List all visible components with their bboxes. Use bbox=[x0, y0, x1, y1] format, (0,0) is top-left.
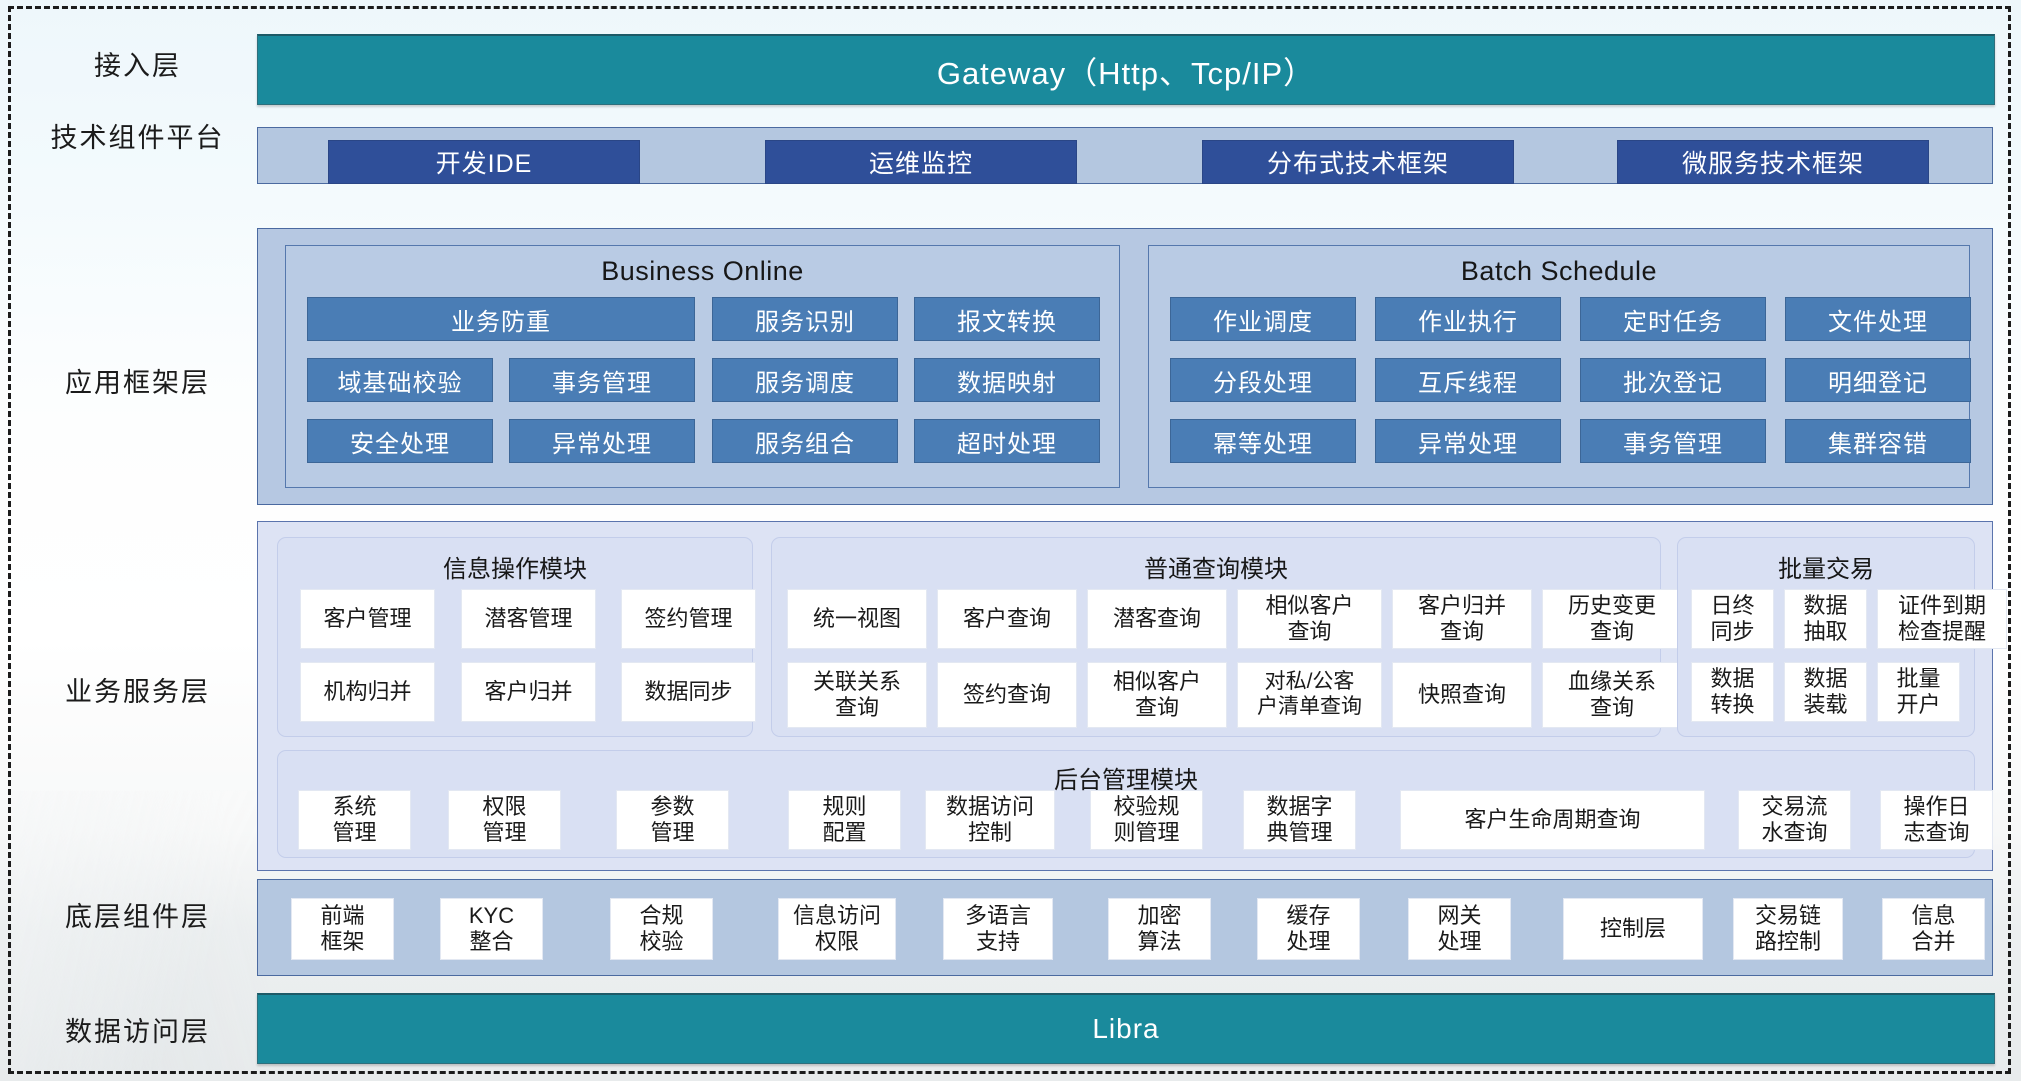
group-title-admin-module: 后台管理模块 bbox=[1054, 767, 1198, 794]
bs-chip-segment-process[interactable]: 分段处理 bbox=[1170, 358, 1356, 402]
query-chip-prospect-query[interactable]: 潜客查询 bbox=[1087, 589, 1227, 649]
query-chip-relation-query[interactable]: 关联关系 查询 bbox=[787, 662, 927, 728]
query-chip-snapshot-query[interactable]: 快照查询 bbox=[1392, 662, 1532, 728]
batch-chip-eod-sync[interactable]: 日终 同步 bbox=[1691, 589, 1774, 649]
tech-chip-distributed-framework[interactable]: 分布式技术框架 bbox=[1202, 140, 1514, 184]
admin-chip-data-dictionary-mgmt[interactable]: 数据字 典管理 bbox=[1243, 790, 1356, 850]
info-chip-customer-mgmt[interactable]: 客户管理 bbox=[300, 589, 435, 649]
base-chip-gateway-process[interactable]: 网关 处理 bbox=[1408, 898, 1511, 960]
bs-chip-file-process[interactable]: 文件处理 bbox=[1785, 297, 1971, 341]
base-chip-encryption-algorithm[interactable]: 加密 算法 bbox=[1108, 898, 1211, 960]
group-title-info-operation: 信息操作模块 bbox=[443, 556, 587, 583]
query-chip-contract-query[interactable]: 签约查询 bbox=[937, 662, 1077, 728]
bs-chip-exception-process[interactable]: 异常处理 bbox=[1375, 419, 1561, 463]
bs-chip-batch-register[interactable]: 批次登记 bbox=[1580, 358, 1766, 402]
admin-chip-data-access-control[interactable]: 数据访问 控制 bbox=[925, 790, 1055, 850]
base-chip-control-layer[interactable]: 控制层 bbox=[1563, 898, 1703, 960]
query-chip-private-corporate-list-query[interactable]: 对私/公客 户清单查询 bbox=[1237, 662, 1382, 728]
bo-chip-transaction-mgmt[interactable]: 事务管理 bbox=[509, 358, 695, 402]
admin-chip-validation-rule-mgmt[interactable]: 校验规 则管理 bbox=[1090, 790, 1203, 850]
bs-chip-transaction-mgmt[interactable]: 事务管理 bbox=[1580, 419, 1766, 463]
batch-chip-bulk-account-open[interactable]: 批量 开户 bbox=[1877, 662, 1960, 722]
layer-label-dataaccess: 数据访问层 bbox=[65, 1017, 210, 1048]
query-chip-unified-view[interactable]: 统一视图 bbox=[787, 589, 927, 649]
group-title-batch-schedule: Batch Schedule bbox=[1460, 256, 1658, 286]
base-chip-cache-process[interactable]: 缓存 处理 bbox=[1257, 898, 1360, 960]
batch-chip-data-extract[interactable]: 数据 抽取 bbox=[1784, 589, 1867, 649]
group-title-batch-transaction: 批量交易 bbox=[1778, 556, 1874, 583]
bs-chip-cluster-fault-tolerance[interactable]: 集群容错 bbox=[1785, 419, 1971, 463]
admin-chip-customer-lifecycle-query[interactable]: 客户生命周期查询 bbox=[1400, 790, 1705, 850]
admin-chip-transaction-flow-query[interactable]: 交易流 水查询 bbox=[1738, 790, 1851, 850]
query-chip-similar-customer-query[interactable]: 相似客户 查询 bbox=[1237, 589, 1382, 649]
batch-chip-cert-expiry-reminder[interactable]: 证件到期 检查提醒 bbox=[1877, 589, 2007, 649]
admin-chip-rule-config[interactable]: 规则 配置 bbox=[788, 790, 901, 850]
bo-chip-timeout-process[interactable]: 超时处理 bbox=[914, 419, 1100, 463]
layer-label-bizservice: 业务服务层 bbox=[65, 677, 210, 708]
batch-chip-data-load[interactable]: 数据 装载 bbox=[1784, 662, 1867, 722]
bs-chip-idempotent-process[interactable]: 幂等处理 bbox=[1170, 419, 1356, 463]
info-chip-data-sync[interactable]: 数据同步 bbox=[621, 662, 756, 722]
admin-chip-parameter-mgmt[interactable]: 参数 管理 bbox=[616, 790, 729, 850]
query-chip-customer-query[interactable]: 客户查询 bbox=[937, 589, 1077, 649]
query-chip-lineage-query[interactable]: 血缘关系 查询 bbox=[1542, 662, 1682, 728]
layer-label-basecomp: 底层组件层 bbox=[65, 902, 210, 933]
bo-chip-domain-validate[interactable]: 域基础校验 bbox=[307, 358, 493, 402]
info-chip-customer-merge[interactable]: 客户归并 bbox=[461, 662, 596, 722]
bs-chip-job-execute[interactable]: 作业执行 bbox=[1375, 297, 1561, 341]
bo-chip-business-dedup[interactable]: 业务防重 bbox=[307, 297, 695, 341]
bo-chip-service-dispatch[interactable]: 服务调度 bbox=[712, 358, 898, 402]
libra-bar: Libra bbox=[257, 993, 1995, 1064]
query-chip-similar-customer-query-2[interactable]: 相似客户 查询 bbox=[1087, 662, 1227, 728]
group-title-business-online: Business Online bbox=[601, 256, 804, 286]
batch-chip-data-transform[interactable]: 数据 转换 bbox=[1691, 662, 1774, 722]
bo-chip-exception-process[interactable]: 异常处理 bbox=[509, 419, 695, 463]
query-chip-customer-merge-query[interactable]: 客户归并 查询 bbox=[1392, 589, 1532, 649]
admin-chip-permission-mgmt[interactable]: 权限 管理 bbox=[448, 790, 561, 850]
admin-chip-operation-log-query[interactable]: 操作日 志查询 bbox=[1880, 790, 1993, 850]
bs-chip-mutex-thread[interactable]: 互斥线程 bbox=[1375, 358, 1561, 402]
bs-chip-job-schedule[interactable]: 作业调度 bbox=[1170, 297, 1356, 341]
tech-chip-dev-ide[interactable]: 开发IDE bbox=[328, 140, 640, 184]
base-chip-multi-language-support[interactable]: 多语言 支持 bbox=[943, 898, 1053, 960]
base-chip-kyc-integration[interactable]: KYC 整合 bbox=[440, 898, 543, 960]
base-chip-compliance-validate[interactable]: 合规 校验 bbox=[610, 898, 713, 960]
base-chip-info-merge[interactable]: 信息 合并 bbox=[1882, 898, 1985, 960]
bo-chip-message-transform[interactable]: 报文转换 bbox=[914, 297, 1100, 341]
bs-chip-detail-register[interactable]: 明细登记 bbox=[1785, 358, 1971, 402]
group-title-common-query: 普通查询模块 bbox=[1144, 556, 1288, 583]
bo-chip-security-process[interactable]: 安全处理 bbox=[307, 419, 493, 463]
tech-chip-microservice-framework[interactable]: 微服务技术框架 bbox=[1617, 140, 1929, 184]
bo-chip-data-mapping[interactable]: 数据映射 bbox=[914, 358, 1100, 402]
base-chip-info-access-permission[interactable]: 信息访问 权限 bbox=[778, 898, 896, 960]
layer-label-access: 接入层 bbox=[94, 51, 181, 82]
bo-chip-service-compose[interactable]: 服务组合 bbox=[712, 419, 898, 463]
bs-chip-timed-task[interactable]: 定时任务 bbox=[1580, 297, 1766, 341]
bo-chip-service-identify[interactable]: 服务识别 bbox=[712, 297, 898, 341]
layer-label-appframe: 应用框架层 bbox=[65, 368, 210, 399]
layer-label-tech: 技术组件平台 bbox=[50, 123, 225, 154]
info-chip-org-merge[interactable]: 机构归并 bbox=[300, 662, 435, 722]
info-chip-prospect-mgmt[interactable]: 潜客管理 bbox=[461, 589, 596, 649]
query-chip-history-change-query[interactable]: 历史变更 查询 bbox=[1542, 589, 1682, 649]
admin-chip-system-mgmt[interactable]: 系统 管理 bbox=[298, 790, 411, 850]
info-chip-contract-mgmt[interactable]: 签约管理 bbox=[621, 589, 756, 649]
gateway-bar: Gateway（Http、Tcp/IP） bbox=[257, 34, 1995, 105]
base-chip-frontend-framework[interactable]: 前端 框架 bbox=[291, 898, 394, 960]
tech-chip-ops-monitor[interactable]: 运维监控 bbox=[765, 140, 1077, 184]
base-chip-transaction-link-control[interactable]: 交易链 路控制 bbox=[1733, 898, 1843, 960]
